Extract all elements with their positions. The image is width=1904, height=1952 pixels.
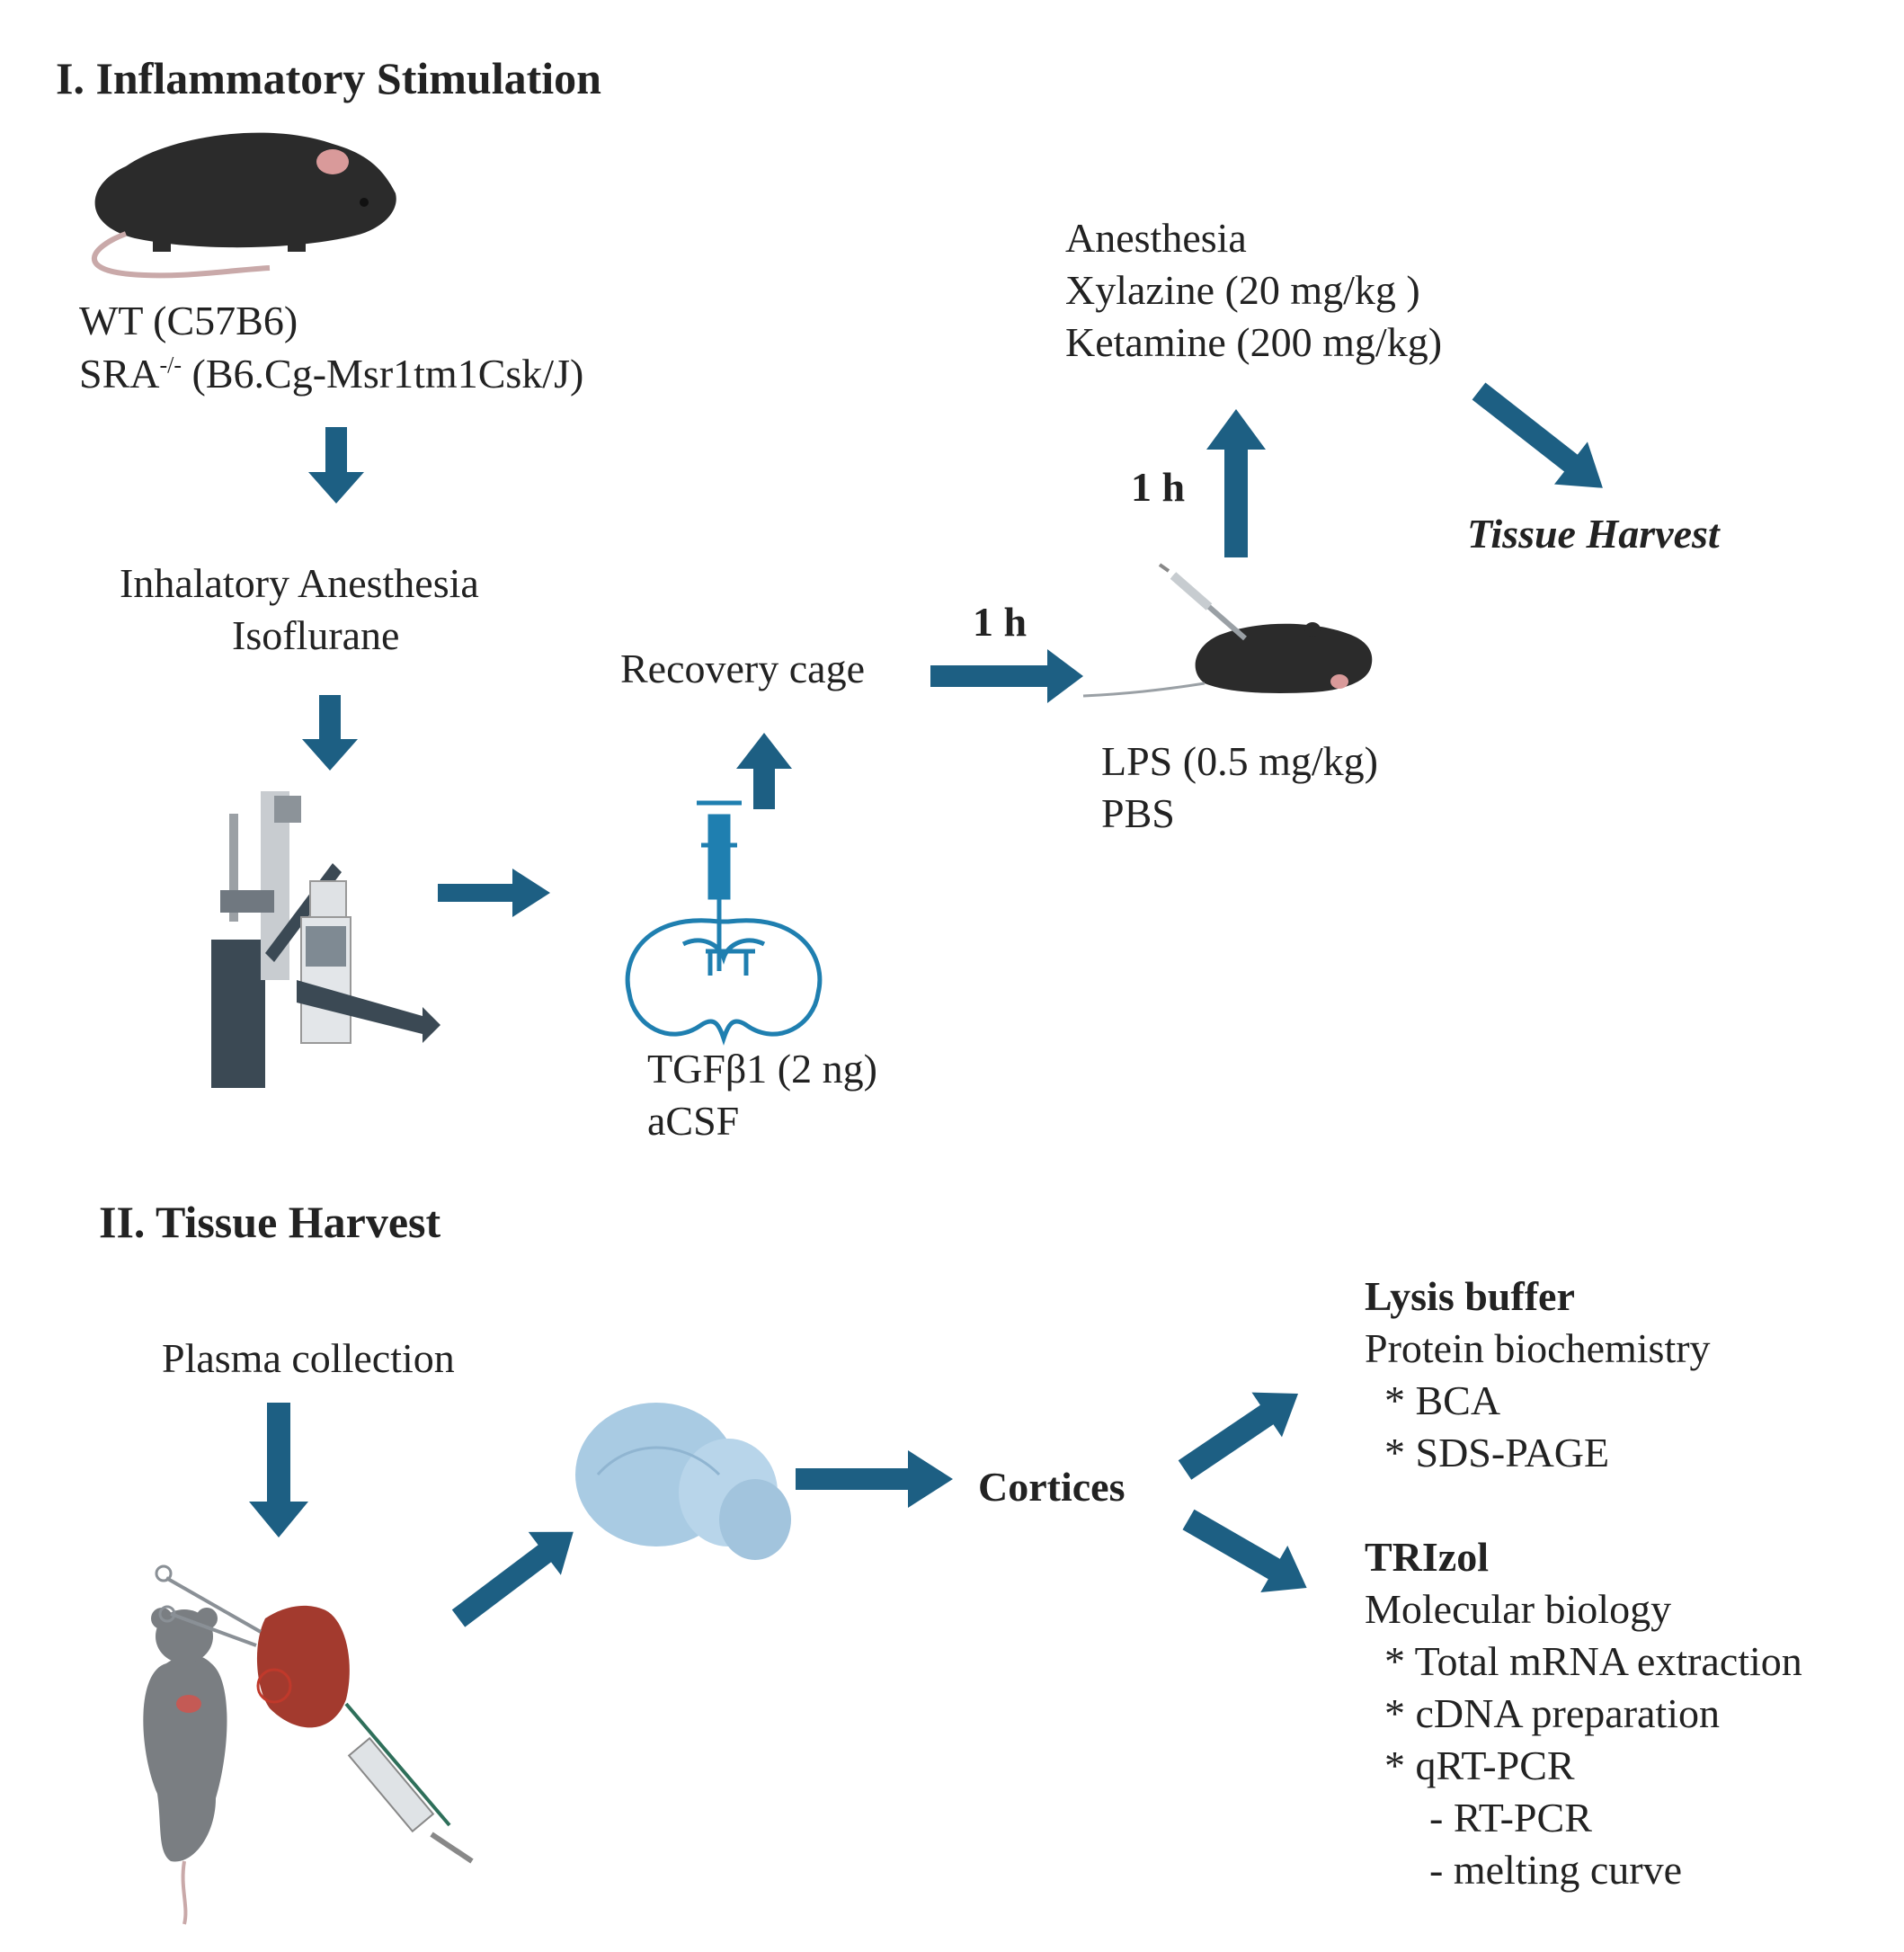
- arrow-right-1: [438, 869, 550, 917]
- section2-title: II. Tissue Harvest: [99, 1197, 441, 1247]
- time-label-1: 1 h: [973, 599, 1028, 645]
- arrow-down-2: [302, 695, 358, 771]
- strain-sra-label: SRA-/- (B6.Cg-Msr1tm1Csk/J): [79, 348, 583, 400]
- section1-title: I. Inflammatory Stimulation: [56, 53, 601, 103]
- trizol-title: TRIzol: [1365, 1534, 1489, 1580]
- arrow-down-right: [1182, 1509, 1307, 1592]
- trizol-subitem: - melting curve: [1429, 1847, 1683, 1893]
- protein-biochemistry-label: Protein biochemistry: [1365, 1325, 1711, 1371]
- acsf-label: aCSF: [647, 1098, 740, 1144]
- mouse-icon: [92, 132, 396, 279]
- trizol-item: * qRT-PCR: [1384, 1743, 1575, 1788]
- perfusion-icon: [143, 1564, 474, 1925]
- xylazine-label: Xylazine (20 mg/kg ): [1065, 267, 1420, 313]
- arrow-right-2: [930, 649, 1083, 703]
- arrow-up-1: [736, 733, 792, 809]
- anesthesia-label: Anesthesia: [1065, 215, 1247, 261]
- trizol-item: * Total mRNA extraction: [1384, 1638, 1802, 1684]
- cortices-label: Cortices: [978, 1464, 1125, 1510]
- plasma-collection-label: Plasma collection: [162, 1335, 455, 1381]
- isoflurane-label: Isoflurane: [232, 612, 400, 658]
- stereotaxic-frame-icon: [211, 791, 440, 1088]
- arrow-right-3: [796, 1450, 953, 1508]
- injected-mouse-icon: [1082, 563, 1373, 698]
- trizol-item: * cDNA preparation: [1384, 1690, 1720, 1736]
- lysis-item: * BCA: [1384, 1377, 1501, 1423]
- ketamine-label: Ketamine (200 mg/kg): [1065, 319, 1443, 365]
- arrow-up-2: [1206, 409, 1266, 557]
- lysis-item: * SDS-PAGE: [1384, 1430, 1610, 1475]
- syringe-brain-icon: [625, 800, 823, 1046]
- tgfb1-label: TGFβ1 (2 ng): [647, 1046, 877, 1092]
- tissue-harvest-label: Tissue Harvest: [1467, 511, 1720, 557]
- arrow-down-1: [308, 427, 364, 504]
- arrow-down-3: [249, 1403, 308, 1538]
- arrow-diagonal-2: [451, 1531, 574, 1627]
- strain-sra-prefix: SRA: [79, 351, 160, 397]
- arrow-diagonal-1: [1472, 382, 1603, 488]
- time-label-2: 1 h: [1131, 464, 1186, 510]
- brain-icon: [575, 1403, 791, 1560]
- strain-wt-label: WT (C57B6): [79, 298, 298, 343]
- molecular-biology-label: Molecular biology: [1365, 1586, 1672, 1632]
- arrow-up-right: [1178, 1392, 1299, 1480]
- recovery-cage-label: Recovery cage: [620, 646, 866, 691]
- trizol-subitem: - RT-PCR: [1429, 1795, 1592, 1841]
- lps-label: LPS (0.5 mg/kg): [1101, 738, 1378, 784]
- pbs-label: PBS: [1101, 790, 1175, 836]
- strain-sra-superscript: -/-: [159, 352, 182, 379]
- lysis-buffer-title: Lysis buffer: [1365, 1273, 1575, 1319]
- inhalatory-anesthesia-label: Inhalatory Anesthesia: [120, 560, 479, 606]
- strain-sra-rest: (B6.Cg-Msr1tm1Csk/J): [182, 351, 584, 397]
